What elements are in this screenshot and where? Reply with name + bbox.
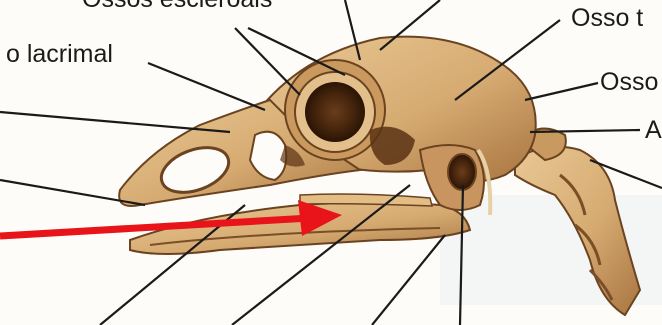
label-lacrimal: o lacrimal	[6, 42, 113, 67]
ear-opening	[448, 154, 476, 190]
label-scleral-bones: Ossos escleroais	[82, 0, 272, 12]
jugal-bar	[300, 194, 432, 206]
label-right-low: A	[645, 118, 662, 143]
label-right-mid: Osso	[600, 70, 658, 95]
label-right-top: Osso t	[571, 6, 643, 31]
orbit	[285, 60, 385, 160]
